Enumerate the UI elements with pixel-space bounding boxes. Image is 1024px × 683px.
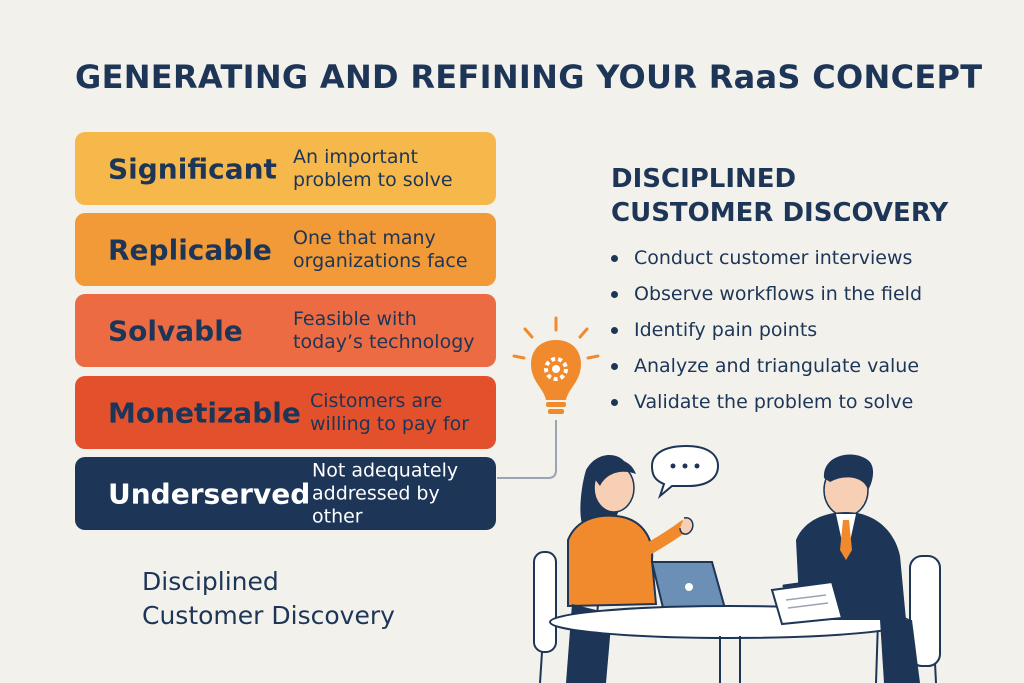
criterion-name: Underserved (108, 477, 311, 510)
bullet-item: Observe workflows in the field (611, 276, 922, 312)
left-chair-back (533, 551, 557, 653)
bullet-text: Observe workflows in the field (634, 283, 923, 305)
bullet-dot-icon (611, 362, 618, 370)
criterion-name: Solvable (108, 314, 243, 347)
page-title: GENERATING AND REFINING YOUR RaaS CONCEP… (75, 58, 983, 96)
criterion-name: Significant (108, 152, 277, 185)
criterion-description: Not adequately addressed by other (312, 459, 459, 527)
discovery-bullet-list: Conduct customer interviews Observe work… (611, 240, 922, 420)
right-chair-back (909, 555, 941, 667)
bullet-text: Validate the problem to solve (634, 391, 914, 413)
discovery-heading-line2: CUSTOMER DISCOVERY (611, 198, 949, 228)
footer-caption: Disciplined Customer Discovery (142, 565, 395, 633)
criterion-card-significant: Significant An important problem to solv… (75, 132, 496, 205)
connector-line (497, 420, 557, 479)
footer-line2: Customer Discovery (142, 601, 395, 630)
man-figure (794, 454, 920, 683)
criterion-card-replicable: Replicable One that many organizations f… (75, 213, 496, 286)
bullet-item: Identify pain points (611, 312, 922, 348)
criterion-card-monetizable: Monetizable Cistomers are willing to pay… (75, 376, 496, 449)
bullet-dot-icon (611, 398, 618, 406)
bullet-item: Analyze and triangulate value (611, 348, 922, 384)
discovery-heading-line1: DISCIPLINED (611, 164, 797, 194)
criterion-card-underserved: Underserved Not adequately addressed by … (75, 457, 496, 530)
criterion-name: Replicable (108, 233, 272, 266)
speech-bubble-icon (650, 444, 720, 500)
criterion-name: Monetizable (108, 396, 301, 429)
clipboard-icon (770, 580, 844, 626)
criterion-card-solvable: Solvable Feasible with today’s technolog… (75, 294, 496, 367)
criterion-description: Cistomers are willing to pay for (310, 389, 470, 435)
footer-line1: Disciplined (142, 567, 279, 596)
discovery-heading: DISCIPLINED CUSTOMER DISCOVERY (611, 162, 948, 230)
bullet-dot-icon (611, 290, 618, 298)
bullet-text: Conduct customer interviews (634, 247, 913, 269)
bullet-text: Identify pain points (634, 319, 818, 341)
criterion-description: An important problem to solve (293, 145, 453, 191)
bullet-text: Analyze and triangulate value (634, 355, 920, 377)
criterion-description: One that many organizations face (293, 226, 468, 272)
bullet-item: Validate the problem to solve (611, 384, 922, 420)
bullet-item: Conduct customer interviews (611, 240, 922, 276)
criterion-description: Feasible with today’s technology (293, 307, 475, 353)
bullet-dot-icon (611, 326, 618, 334)
bullet-dot-icon (611, 254, 618, 262)
lightbulb-gear-icon (512, 316, 600, 414)
